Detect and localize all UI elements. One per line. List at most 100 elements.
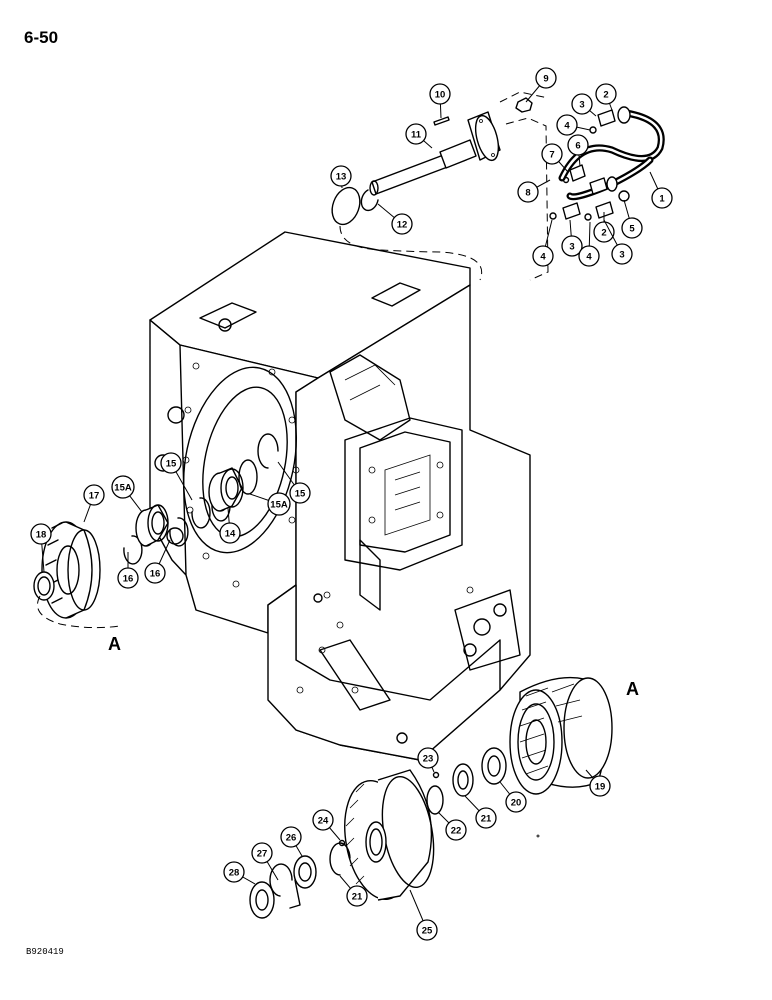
callout-15a: 15A: [111, 475, 143, 513]
callout-label-10: 10: [435, 90, 446, 101]
callout-circle-13: [330, 165, 352, 187]
callout-label-21: 21: [352, 892, 363, 903]
callout-25: 25: [409, 889, 438, 941]
callout-label-23: 23: [423, 754, 434, 765]
callout-label-27: 27: [257, 849, 268, 860]
callout-label-22: 22: [451, 826, 462, 837]
callout-7: 7: [541, 143, 569, 173]
callout-label-4: 4: [564, 121, 570, 132]
callout-circle-15a: [267, 492, 291, 516]
callout-label-4: 4: [540, 252, 546, 263]
callout-circle-6: [567, 134, 589, 156]
callout-circle-14: [219, 522, 241, 544]
callout-15: 15: [277, 461, 311, 504]
callout-10: 10: [429, 83, 451, 119]
callout-label-8: 8: [525, 188, 530, 199]
callout-circle-10: [429, 83, 451, 105]
callout-13: 13: [330, 165, 352, 189]
callout-circle-26: [280, 826, 302, 848]
callout-2: 2: [595, 83, 617, 111]
callout-circle-15: [160, 452, 182, 474]
callout-circle-3: [611, 243, 633, 265]
callout-23: 23: [417, 747, 439, 773]
callout-circle-24: [312, 809, 334, 831]
callout-label-25: 25: [422, 926, 433, 937]
callout-circle-20: [505, 791, 527, 813]
callout-circle-2: [595, 83, 617, 105]
callout-label-18: 18: [36, 530, 47, 541]
callout-circle-28: [223, 861, 245, 883]
callout-4: 4: [578, 221, 600, 267]
callout-circle-11: [405, 123, 427, 145]
callout-16: 16: [117, 552, 139, 589]
callout-label-6: 6: [575, 141, 580, 152]
callout-3: 3: [603, 219, 633, 265]
callout-label-28: 28: [229, 868, 240, 879]
callout-label-20: 20: [511, 798, 522, 809]
callout-16: 16: [144, 539, 171, 584]
callout-circle-3: [561, 235, 583, 257]
callout-20: 20: [499, 781, 527, 813]
callout-11: 11: [405, 123, 433, 149]
callout-circle-9: [535, 67, 557, 89]
callout-circle-2: [593, 221, 615, 243]
callout-label-7: 7: [549, 150, 554, 161]
callout-circle-21: [475, 807, 497, 829]
callout-label-5: 5: [629, 224, 635, 235]
callout-label-2: 2: [603, 90, 608, 101]
callout-label-16: 16: [123, 574, 134, 585]
callout-circle-4: [556, 114, 578, 136]
page-number: 6-50: [24, 28, 59, 47]
callout-label-4: 4: [586, 252, 592, 263]
shaft-assembly: [331, 91, 549, 281]
transmission-housing: [149, 231, 531, 761]
lower-gear-stack: [249, 747, 540, 919]
callout-17: 17: [83, 484, 105, 523]
callout-4: 4: [532, 219, 554, 267]
callout-19: 19: [585, 769, 611, 797]
callout-3: 3: [561, 219, 583, 257]
callout-5: 5: [621, 199, 643, 239]
reference-letter-a-right: A: [626, 679, 639, 699]
callout-label-1: 1: [659, 194, 665, 205]
callout-circle-5: [621, 217, 643, 239]
callout-label-15a: 15A: [114, 483, 132, 494]
callout-2: 2: [593, 212, 615, 243]
callout-circle-16: [144, 562, 166, 584]
callout-9: 9: [525, 67, 557, 103]
callout-circle-18: [30, 523, 52, 545]
callout-24: 24: [312, 809, 341, 841]
callout-circle-22: [445, 819, 467, 841]
callout-circle-7: [541, 143, 563, 165]
reference-letter-a-left: A: [108, 634, 121, 654]
callout-label-3: 3: [569, 242, 574, 253]
callout-circle-4: [578, 245, 600, 267]
callout-label-21: 21: [481, 814, 492, 825]
callout-26: 26: [280, 826, 303, 857]
callout-circle-4: [532, 245, 554, 267]
callout-label-26: 26: [286, 833, 297, 844]
callout-label-19: 19: [595, 782, 606, 793]
callout-label-9: 9: [543, 74, 548, 85]
callout-label-15: 15: [166, 459, 177, 470]
callout-3: 3: [571, 93, 597, 117]
callout-21: 21: [464, 795, 497, 829]
callout-circle-21: [346, 885, 368, 907]
callout-circle-23: [417, 747, 439, 769]
callout-circle-8: [517, 181, 539, 203]
callout-circle-16: [117, 567, 139, 589]
callout-label-11: 11: [411, 130, 422, 141]
callout-circle-17: [83, 484, 105, 506]
clutch-drum: [509, 676, 613, 795]
callout-circle-3: [571, 93, 593, 115]
callout-label-2: 2: [601, 228, 606, 239]
callout-label-15a: 15A: [270, 500, 288, 511]
callout-label-15: 15: [295, 489, 306, 500]
callout-22: 22: [437, 811, 467, 841]
callout-14: 14: [219, 507, 241, 544]
callout-6: 6: [567, 134, 589, 167]
callout-circle-27: [251, 842, 273, 864]
callout-circle-15: [289, 482, 311, 504]
